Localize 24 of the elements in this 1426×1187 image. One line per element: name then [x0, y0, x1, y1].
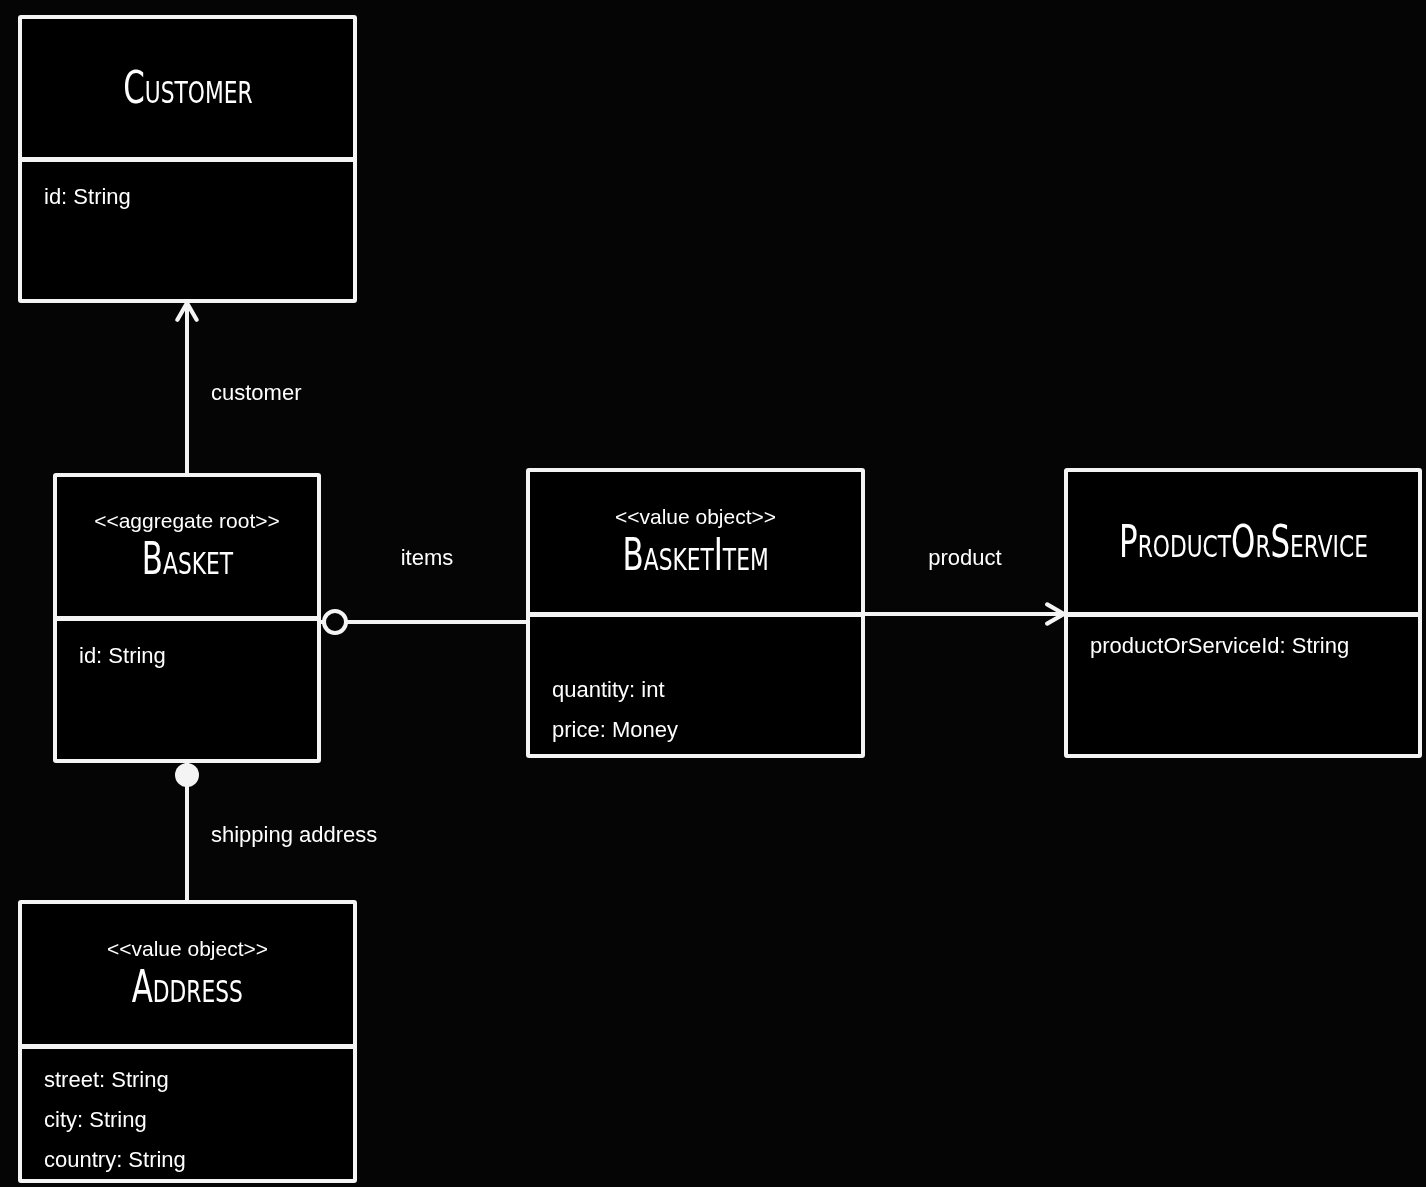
attribute-text: productOrServiceId: String: [1090, 633, 1351, 659]
class-name: Customer: [122, 63, 253, 113]
attribute-text: id: String: [44, 184, 132, 210]
attribute-text: quantity: int: [552, 677, 666, 703]
attribute-text: country: String: [44, 1147, 187, 1173]
stereotype-label: <<value object>>: [106, 936, 269, 961]
attribute-text: city: String: [44, 1107, 148, 1133]
association-line: [175, 763, 199, 900]
class-box: [18, 900, 357, 1183]
stereotype-label: <<value object>>: [614, 504, 777, 529]
class-box: [53, 473, 321, 763]
class-name: Address: [131, 962, 244, 1012]
class-box: [526, 468, 865, 758]
association-arrow: [175, 300, 199, 473]
stereotype-label: <<aggregate root>>: [94, 509, 280, 534]
attribute-text: street: String: [44, 1067, 170, 1093]
attribute-text: price: Money: [552, 717, 679, 743]
class-box: [18, 15, 357, 303]
association-line: [321, 609, 526, 635]
attribute-text: id: String: [79, 643, 167, 669]
class-name: ProductOrService: [1118, 517, 1368, 567]
class-name: Basket: [141, 535, 233, 584]
class-name: BasketItem: [622, 530, 769, 580]
class-box: [1064, 468, 1422, 758]
